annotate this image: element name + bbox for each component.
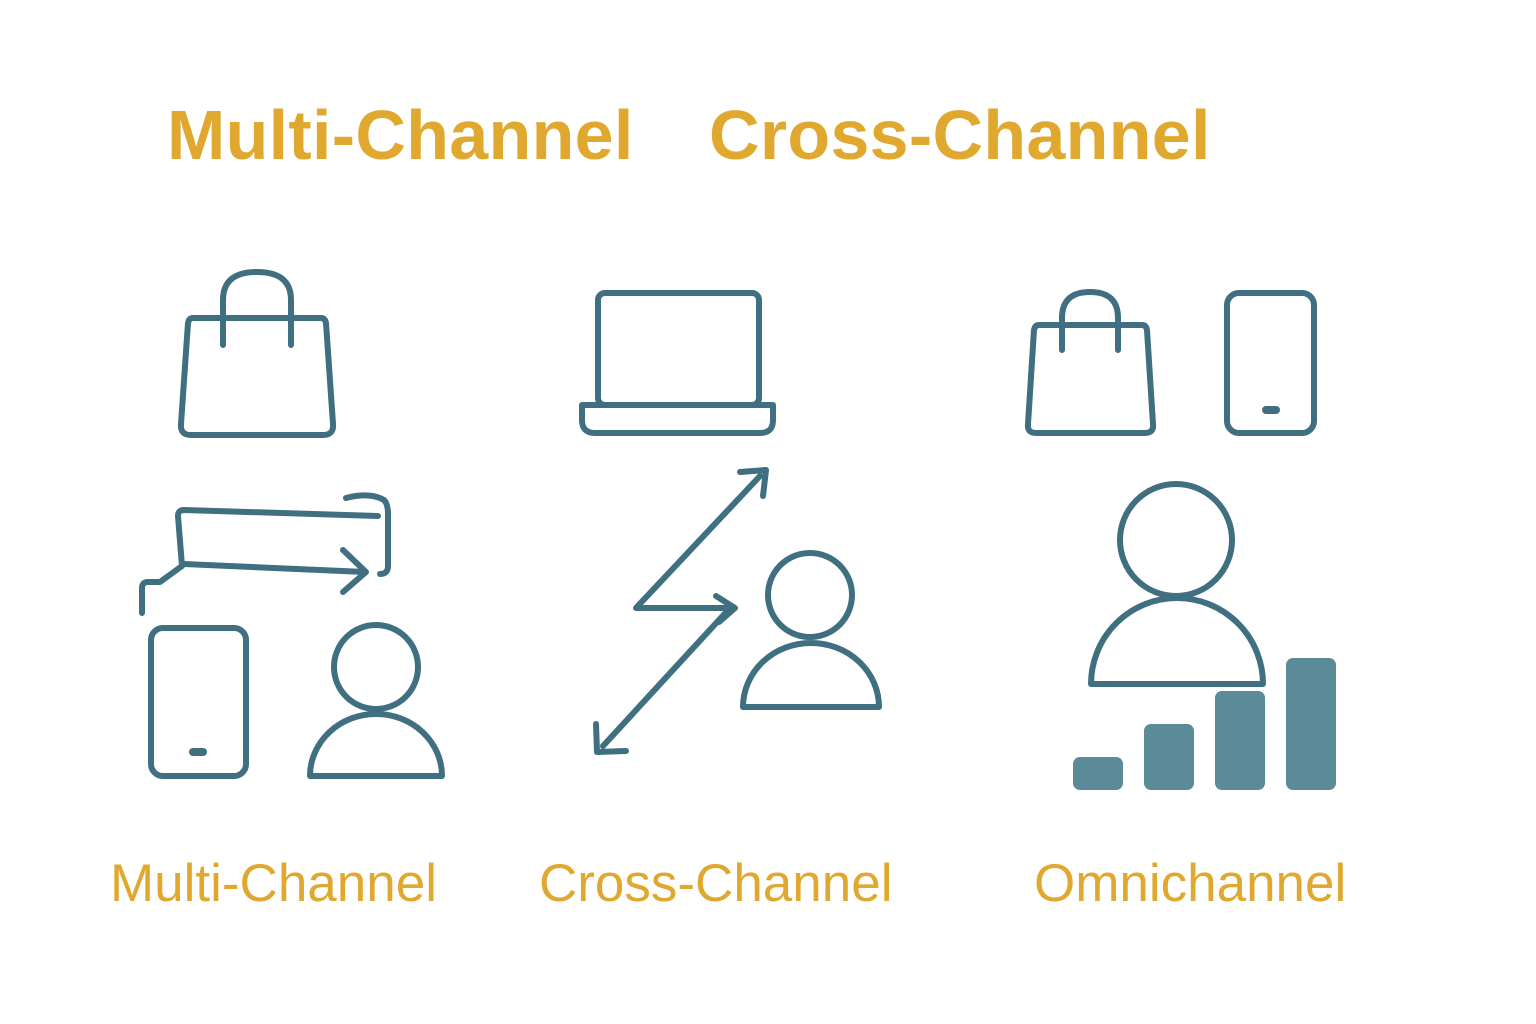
bar-4 xyxy=(1286,658,1336,790)
bar-2 xyxy=(1144,724,1194,790)
bar-1 xyxy=(1073,757,1123,790)
smartphone-icon xyxy=(148,625,249,779)
shopping-bag-icon xyxy=(1024,289,1157,436)
laptop-icon xyxy=(579,290,776,436)
arrow-route-icon xyxy=(139,492,391,616)
user-icon xyxy=(740,550,882,710)
bar-chart-icon xyxy=(1073,658,1336,790)
user-icon xyxy=(307,622,445,779)
header-title-cross-channel: Cross-Channel xyxy=(709,96,1211,174)
label-multi-channel: Multi-Channel xyxy=(110,854,437,913)
shopping-bag-icon xyxy=(177,269,337,438)
zigzag-arrow-icon xyxy=(593,467,769,755)
label-omnichannel: Omnichannel xyxy=(1034,854,1347,913)
label-cross-channel: Cross-Channel xyxy=(539,854,893,913)
header-title-multi-channel: Multi-Channel xyxy=(167,96,634,174)
smartphone-icon xyxy=(1224,290,1317,436)
user-icon xyxy=(1088,481,1266,687)
bar-3 xyxy=(1215,691,1265,790)
